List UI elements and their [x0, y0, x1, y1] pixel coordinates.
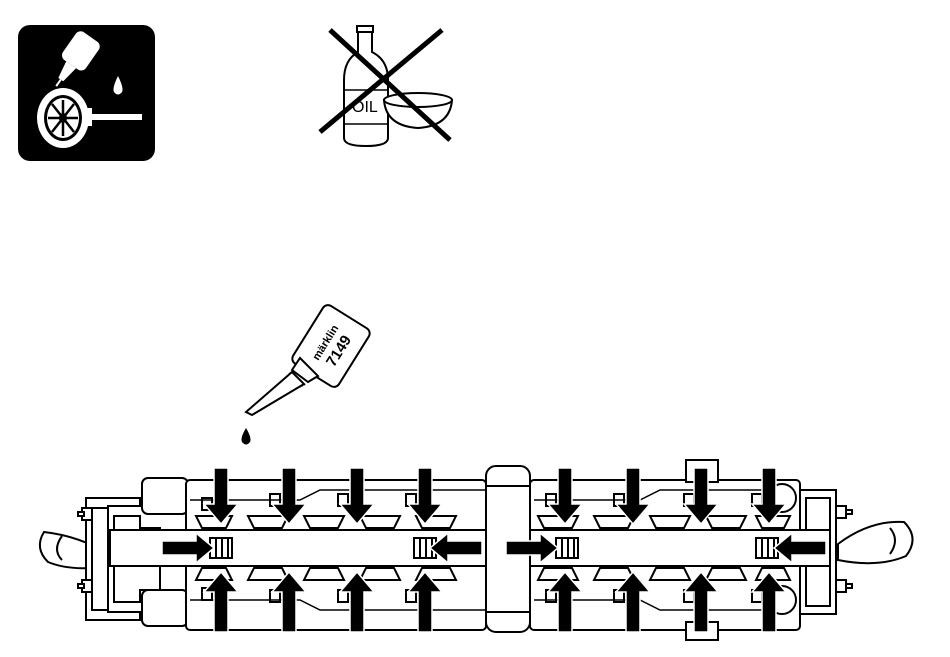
worm-gear-right-1	[556, 538, 578, 558]
lubricate-wheel-icon	[18, 25, 155, 161]
no-oil-icon: OIL	[320, 26, 452, 146]
oil-bottle-icon: märklin 7149	[242, 303, 372, 445]
right-coupler	[838, 522, 913, 563]
